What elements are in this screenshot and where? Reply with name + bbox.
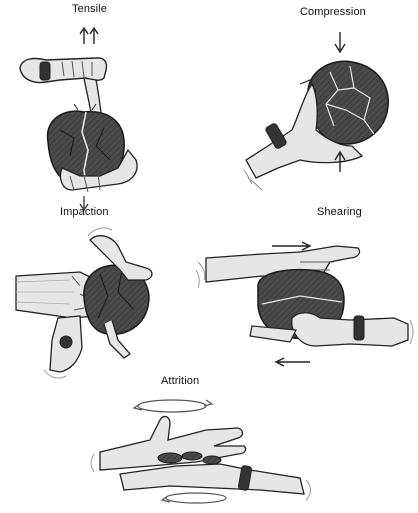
motion-lines-icon	[196, 262, 205, 288]
attrition-panel	[91, 400, 311, 503]
shearing-panel	[196, 242, 413, 366]
compression-arrow-down	[335, 32, 345, 52]
attrition-top-hand	[91, 417, 246, 472]
tensile-panel	[20, 28, 137, 210]
attrition-rotation-bottom	[162, 493, 226, 503]
shearing-arrow-right	[272, 242, 310, 250]
impaction-lower-arm	[44, 316, 82, 378]
compression-label: Compression	[300, 6, 366, 18]
watch-icon	[60, 336, 72, 348]
tensile-top-hand	[20, 58, 107, 120]
wristband-icon	[354, 316, 364, 340]
compression-panel	[244, 32, 388, 190]
attrition-label: Attrition	[161, 375, 199, 387]
wristband-icon	[40, 62, 50, 80]
attrition-rotation-top	[134, 400, 212, 412]
shearing-label: Shearing	[317, 206, 362, 218]
impaction-panel	[16, 228, 152, 378]
compression-stone	[308, 61, 388, 144]
shearing-arrow-left	[276, 358, 310, 366]
tensile-arrow-up	[80, 28, 98, 44]
tensile-label: Tensile	[72, 3, 107, 15]
motion-lines-icon	[91, 454, 94, 472]
impaction-label: Impaction	[60, 206, 109, 218]
motion-lines-icon	[88, 228, 112, 236]
